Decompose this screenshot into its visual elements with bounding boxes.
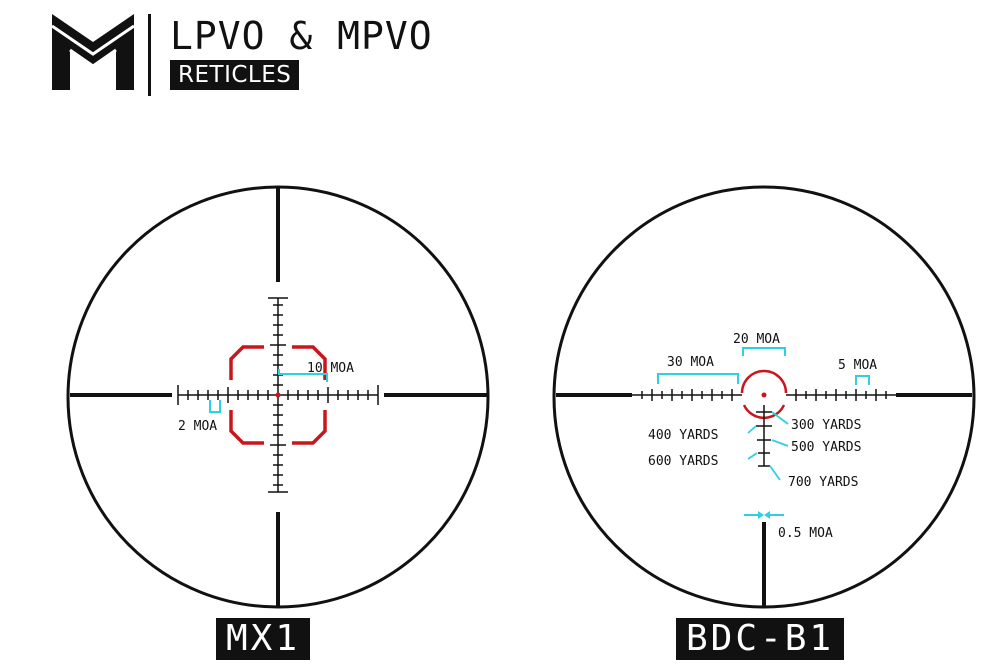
bdc-5moa-bracket bbox=[855, 375, 870, 385]
bdc-center-dot bbox=[761, 392, 767, 398]
mx1-10moa-bracket bbox=[278, 369, 328, 382]
mx1-2moa-bracket bbox=[209, 400, 221, 413]
bdc-half-moa-arrows bbox=[744, 511, 784, 519]
bdc-half-moa-label: 0.5 MOA bbox=[778, 526, 833, 541]
bdc-500-yards-label: 500 YARDS bbox=[791, 440, 861, 455]
reticle-name-bdc-b1: BDC-B1 bbox=[676, 618, 845, 660]
page-title: LPVO & MPVO bbox=[170, 14, 433, 58]
header: LPVO & MPVO RETICLES bbox=[0, 0, 1000, 120]
bdc-600-yards-label: 600 YARDS bbox=[648, 454, 718, 469]
bdc-5moa-label: 5 MOA bbox=[838, 358, 877, 373]
bdc-yardage-leaders bbox=[747, 411, 789, 481]
page-subtitle: RETICLES bbox=[170, 60, 300, 90]
mx1-illuminated-corners bbox=[229, 345, 327, 445]
bdc-outer-ring bbox=[552, 185, 976, 609]
header-divider bbox=[148, 14, 151, 96]
bdc-red-arc-top bbox=[740, 369, 788, 394]
bdc-ladder-marks bbox=[756, 411, 772, 467]
bdc-30moa-bracket bbox=[657, 373, 739, 384]
bdc-400-yards-label: 400 YARDS bbox=[648, 428, 718, 443]
mx1-10moa-label: 10 MOA bbox=[307, 361, 354, 376]
bdc-20moa-label: 20 MOA bbox=[733, 332, 780, 347]
bdc-700-yards-label: 700 YARDS bbox=[788, 475, 858, 490]
bdc-20moa-bracket bbox=[742, 347, 786, 356]
brand-logo-icon bbox=[51, 14, 135, 90]
bdc-tick-marks bbox=[641, 389, 887, 401]
reticle-name-mx1: MX1 bbox=[216, 618, 311, 660]
bdc-30moa-label: 30 MOA bbox=[667, 355, 714, 370]
mx1-center-dot bbox=[275, 392, 281, 398]
mx1-2moa-label: 2 MOA bbox=[178, 419, 217, 434]
bdc-300-yards-label: 300 YARDS bbox=[791, 418, 861, 433]
